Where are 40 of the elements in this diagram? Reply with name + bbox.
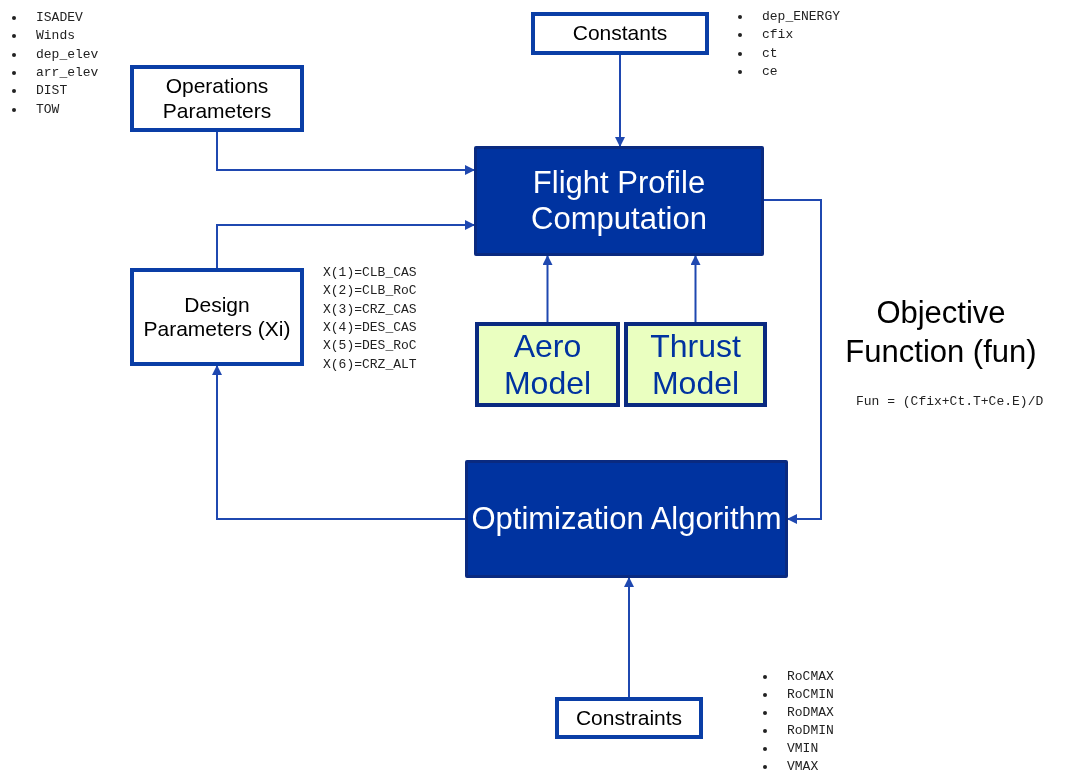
list-item: Winds	[36, 28, 75, 45]
list-item: RoCMIN	[787, 687, 834, 703]
list-item: dep_elev	[36, 46, 99, 63]
arrow	[615, 54, 625, 147]
parameter-text: X(3)=CRZ_CAS	[323, 301, 417, 318]
parameter-text: X(2)=CLB_RoC	[323, 283, 417, 300]
model-box: Thrust Model	[624, 322, 767, 407]
input-box: Operations Parameters	[130, 65, 304, 132]
list-item: cfix	[762, 27, 794, 44]
process-box: Optimization Algorithm	[465, 460, 788, 578]
arrow	[216, 131, 475, 175]
list-item: arr_elev	[36, 64, 99, 81]
parameter-text: X(5)=DES_RoC	[323, 338, 417, 355]
list-item: ce	[762, 63, 778, 80]
annotation-text: Objective Function (fun)	[844, 294, 1038, 371]
list-item: RoCMAX	[787, 669, 834, 685]
list-item: ct	[762, 45, 778, 62]
process-box: Flight Profile Computation	[474, 146, 764, 256]
list-item: RoDMAX	[787, 705, 834, 721]
list-item: VMAX	[787, 759, 819, 775]
input-box: Design Parameters (Xi)	[130, 268, 304, 366]
input-box: Constraints	[555, 697, 703, 739]
model-box: Aero Model	[475, 322, 620, 407]
arrow	[763, 199, 822, 524]
arrow	[624, 577, 634, 698]
list-item: ISADEV	[36, 10, 83, 26]
list-item: VMIN	[787, 741, 819, 757]
list-item: RoDMIN	[787, 723, 834, 739]
parameter-text: Fun = (Cfix+Ct.T+Ce.E)/D	[856, 394, 1044, 410]
parameter-text: X(6)=CRZ_ALT	[323, 356, 417, 373]
parameter-text: X(1)=CLB_CAS	[323, 265, 417, 281]
input-box: Constants	[531, 12, 709, 55]
list-item: DIST	[36, 83, 68, 100]
arrow	[216, 220, 475, 269]
arrow	[542, 255, 553, 323]
arrow	[690, 255, 701, 323]
arrow	[212, 365, 466, 520]
parameter-text: X(4)=DES_CAS	[323, 319, 417, 336]
list-item: dep_ENERGY	[762, 9, 840, 25]
list-item: TOW	[36, 101, 60, 118]
